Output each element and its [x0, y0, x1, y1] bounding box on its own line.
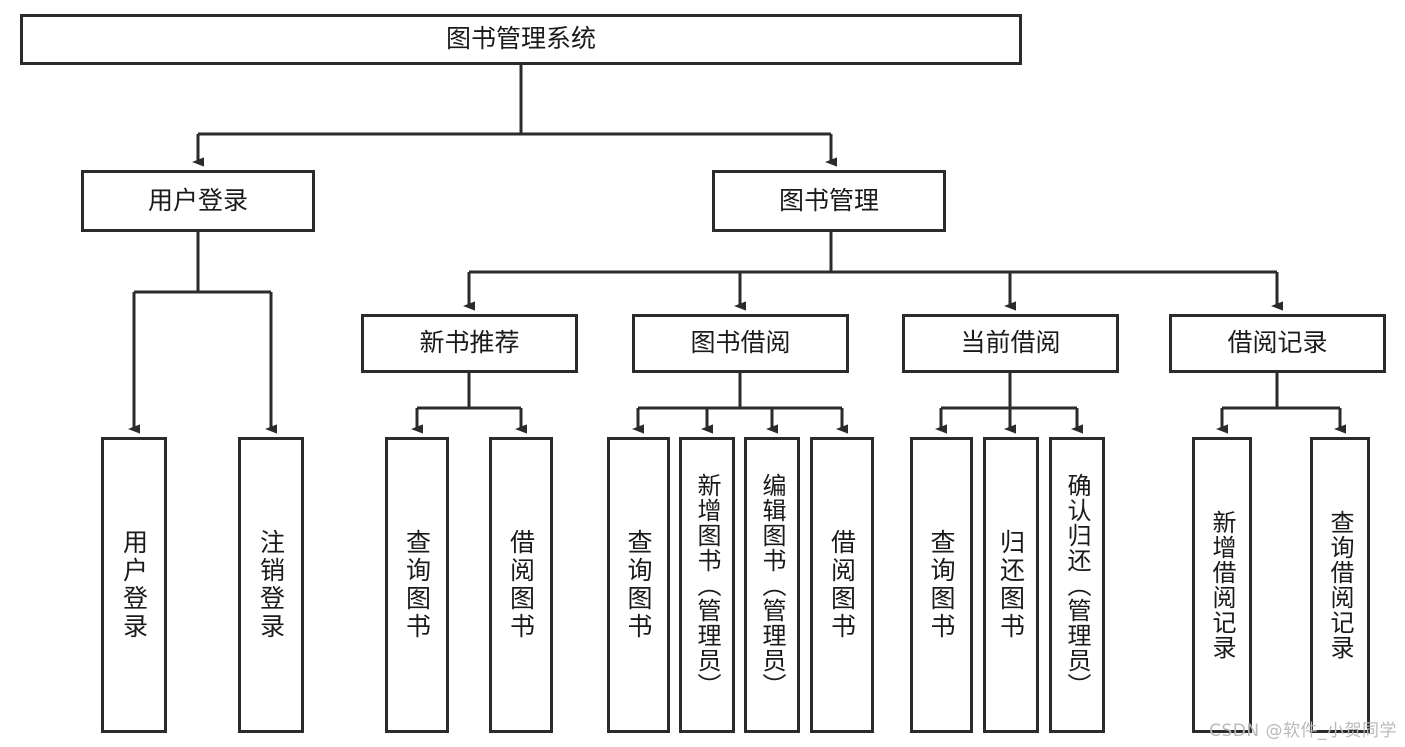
node-label: 图书借阅	[690, 328, 791, 358]
leaf-query-borrow-record[interactable]: 查询借阅记录	[1310, 437, 1370, 733]
leaf-query-book-current[interactable]: 查询图书	[910, 437, 973, 733]
node-label: 借阅图书	[827, 529, 857, 641]
node-label: 归还图书	[996, 529, 1026, 641]
node-label: 图书管理	[778, 185, 879, 215]
node-borrow-record[interactable]: 借阅记录	[1169, 314, 1386, 373]
node-label: 编辑图书（管理员）	[758, 472, 786, 698]
node-label: 新增图书（管理员）	[693, 472, 721, 698]
node-label: 当前借阅	[960, 328, 1061, 358]
leaf-user-login[interactable]: 用户登录	[101, 437, 167, 733]
node-book-manage[interactable]: 图书管理	[712, 170, 946, 232]
node-label: 用户登录	[119, 529, 149, 641]
node-label: 借阅记录	[1227, 328, 1328, 358]
leaf-query-book-borrow[interactable]: 查询图书	[607, 437, 670, 733]
leaf-return-book[interactable]: 归还图书	[983, 437, 1039, 733]
node-current-borrow[interactable]: 当前借阅	[902, 314, 1119, 373]
leaf-edit-book-admin[interactable]: 编辑图书（管理员）	[744, 437, 800, 733]
node-label: 查询借阅记录	[1326, 510, 1354, 660]
leaf-borrow-book-recommend[interactable]: 借阅图书	[489, 437, 553, 733]
leaf-query-book-recommend[interactable]: 查询图书	[385, 437, 449, 733]
node-label: 查询图书	[927, 529, 956, 641]
node-label: 查询图书	[402, 529, 432, 641]
leaf-confirm-return-admin[interactable]: 确认归还（管理员）	[1049, 437, 1105, 733]
node-new-book-recommend[interactable]: 新书推荐	[361, 314, 578, 373]
leaf-add-borrow-record[interactable]: 新增借阅记录	[1192, 437, 1252, 733]
node-root-system[interactable]: 图书管理系统	[20, 14, 1022, 65]
leaf-logout[interactable]: 注销登录	[238, 437, 304, 733]
node-label: 借阅图书	[506, 529, 536, 641]
node-label: 新增借阅记录	[1208, 510, 1236, 660]
node-label: 用户登录	[147, 185, 248, 215]
leaf-borrow-book-borrow[interactable]: 借阅图书	[810, 437, 874, 733]
node-label: 新书推荐	[419, 328, 520, 358]
node-book-borrow[interactable]: 图书借阅	[632, 314, 849, 373]
csdn-watermark: CSDN @软件_小贺同学	[1209, 721, 1397, 741]
node-label: 确认归还（管理员）	[1063, 472, 1091, 698]
node-label: 图书管理系统	[445, 24, 596, 54]
node-user-login[interactable]: 用户登录	[81, 170, 315, 232]
leaf-add-book-admin[interactable]: 新增图书（管理员）	[679, 437, 735, 733]
node-label: 查询图书	[624, 529, 653, 641]
node-label: 注销登录	[256, 529, 286, 641]
